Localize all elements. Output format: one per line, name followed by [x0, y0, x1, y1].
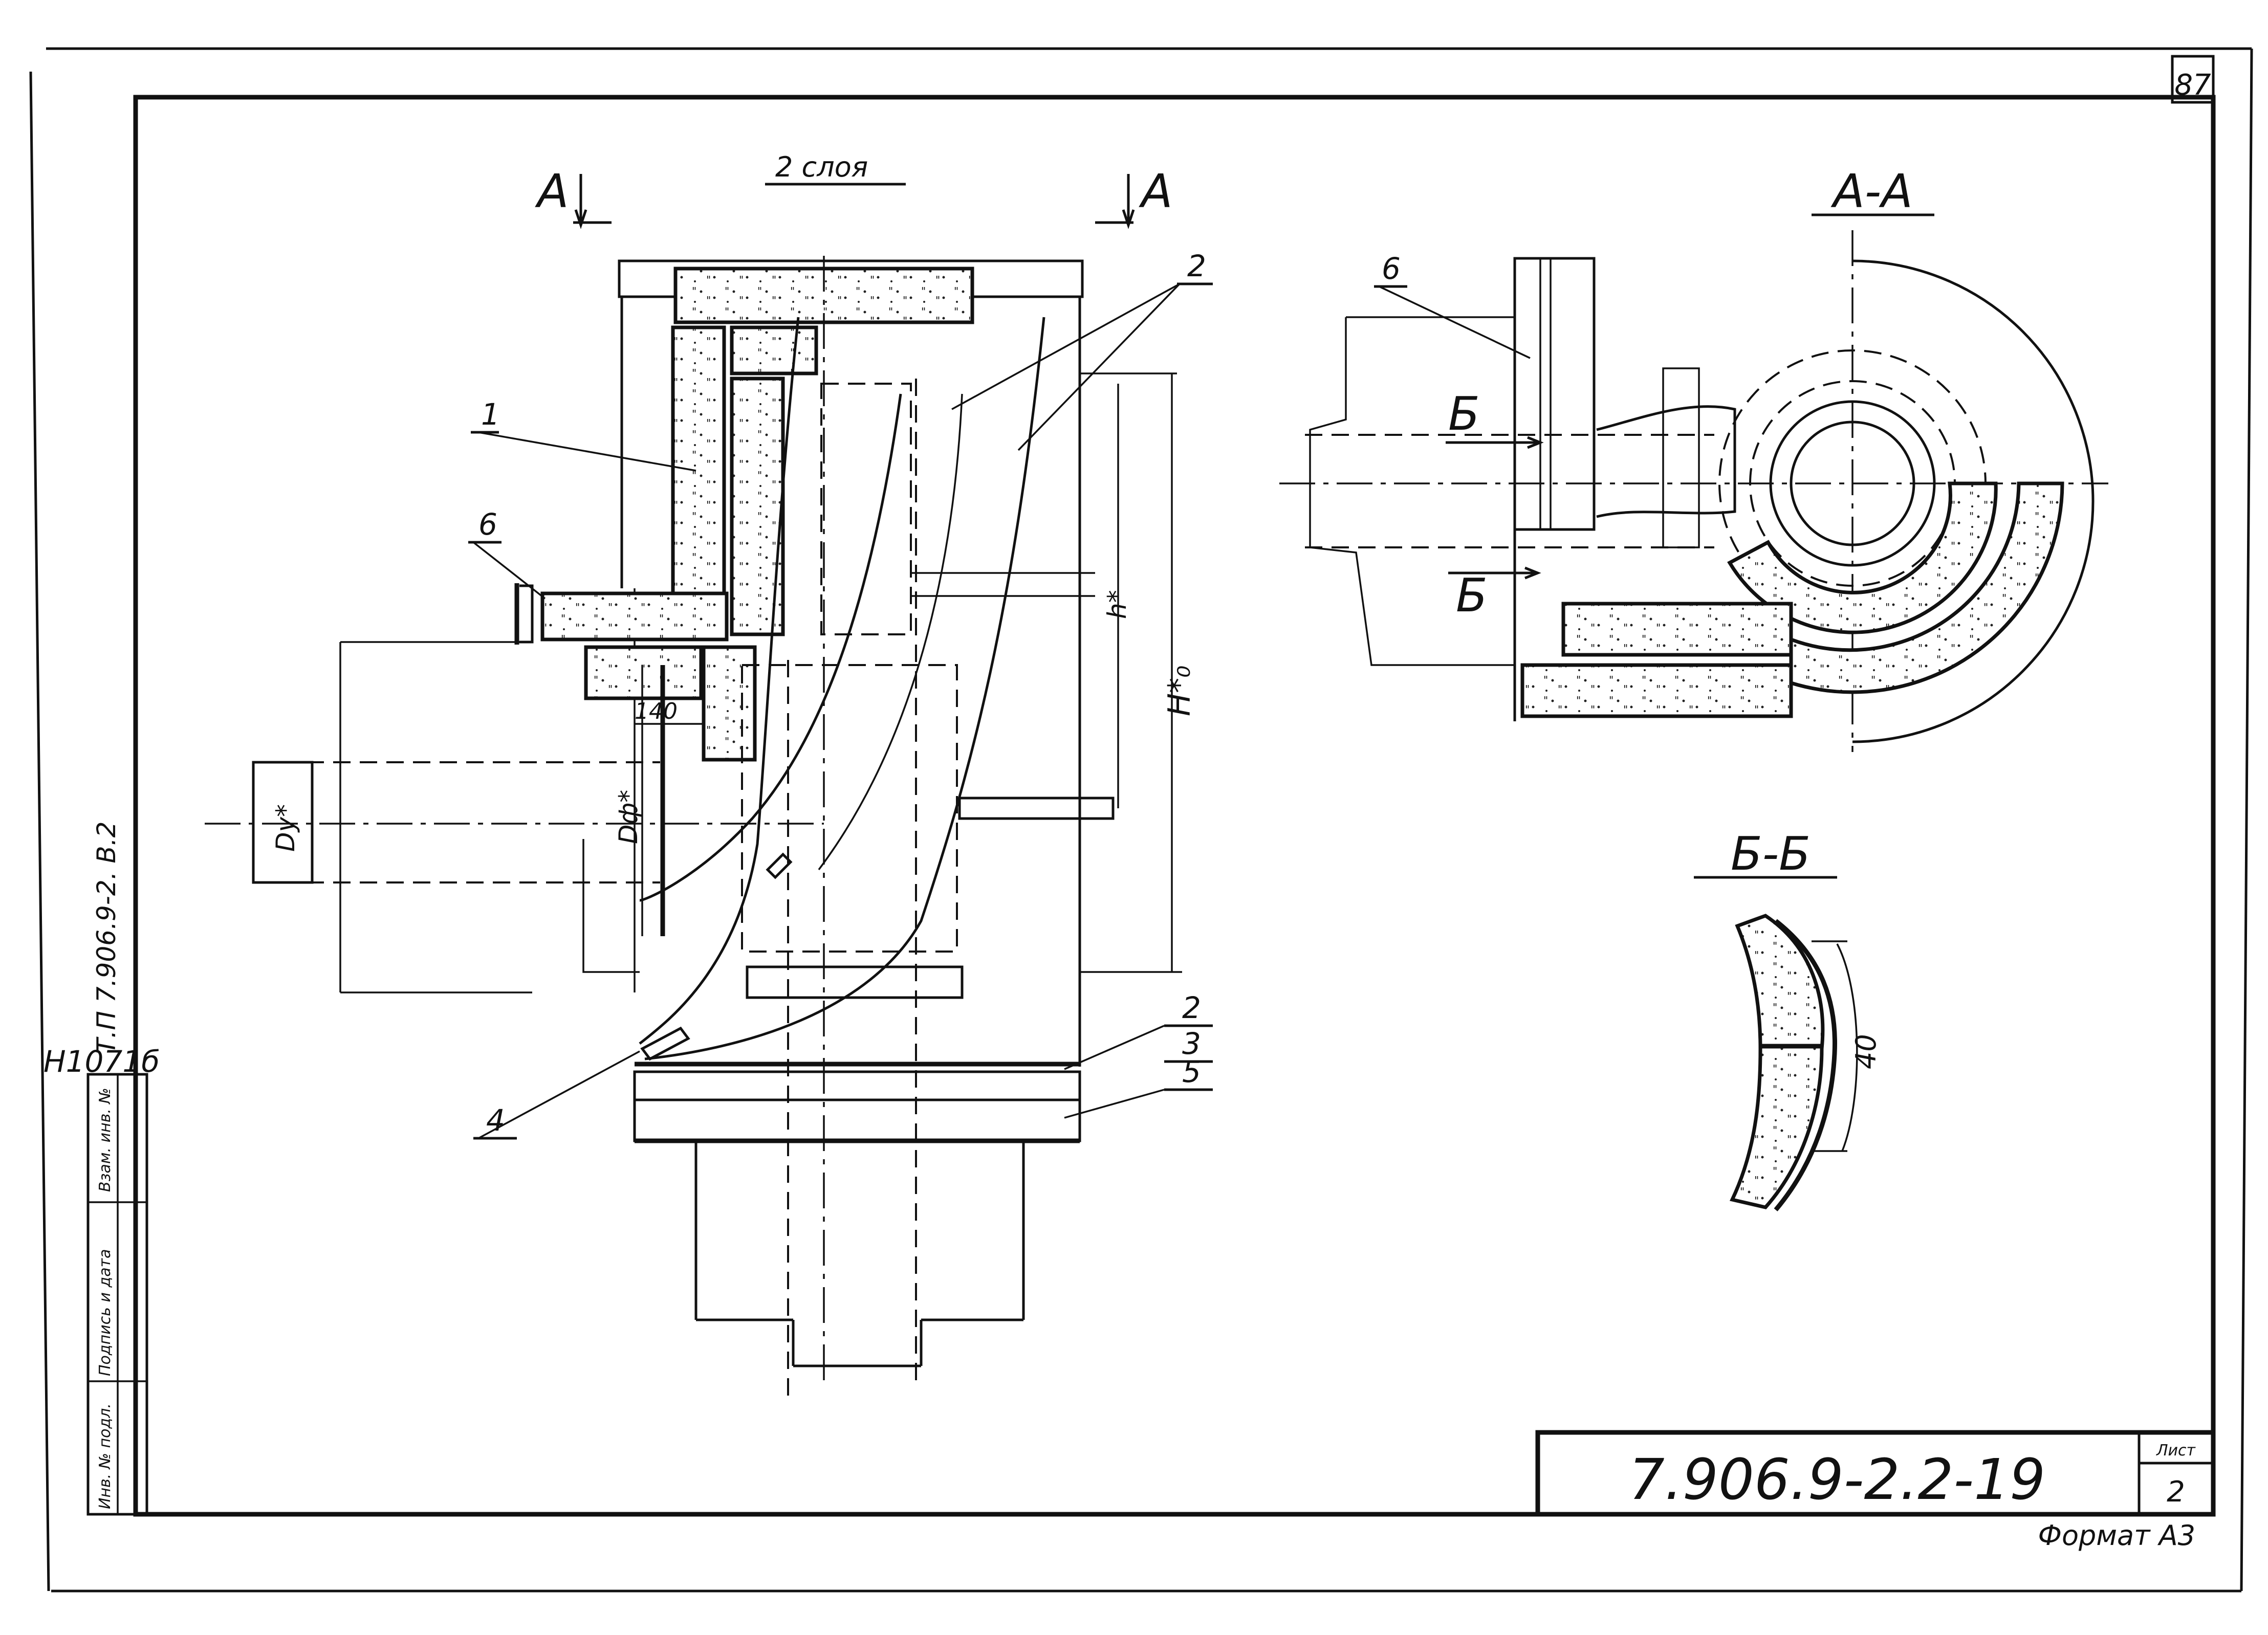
dim-140: 140	[635, 698, 678, 724]
callout-4: 4	[486, 1103, 505, 1138]
drawing-frame: 87	[29, 47, 2253, 1593]
cut-mark-B-bottom: Б	[1456, 569, 1488, 623]
title-block: 7.906.9-2.2-19 Лист 2 Формат А3	[1535, 1430, 2216, 1552]
page-number-box	[2171, 55, 2215, 104]
dim-Dy: Dу*	[271, 804, 300, 852]
inlet-insulation-upper	[1561, 602, 1793, 657]
section-BB-insulation	[1729, 914, 1825, 1209]
insulation-block-flange-lower	[584, 645, 703, 700]
scroll-outer-contour	[1852, 259, 2095, 743]
insulation-block-outer	[671, 325, 726, 595]
ring-band-upper	[633, 1070, 1081, 1101]
main-elevation-view: А А 2 слоя	[205, 151, 1213, 1402]
callout-2-bottom: 2	[1182, 990, 1201, 1025]
callout-6-section: 6	[1382, 251, 1401, 286]
callout-3: 3	[1182, 1026, 1201, 1061]
callout-5: 5	[1182, 1054, 1201, 1089]
inlet-insulation-lower	[1520, 663, 1793, 718]
field-original-inventory: Инв. № подл.	[96, 1403, 114, 1509]
sheet-number: 2	[2167, 1475, 2185, 1509]
note-two-layers: 2 слоя	[775, 151, 868, 183]
section-arrow-icon	[573, 174, 612, 229]
section-title-AA: А-А	[1830, 165, 1913, 218]
insulation-block-flange-upper	[540, 591, 729, 642]
section-B-B-view: Б-Б 40	[1694, 827, 1882, 1211]
document-code: 7.906.9-2.2-19	[1629, 1447, 2045, 1512]
cut-mark-left: А	[535, 165, 569, 218]
callout-6-main: 6	[478, 507, 497, 542]
cut-mark-B-top: Б	[1448, 387, 1480, 441]
field-signature-date: Подпись и дата	[96, 1249, 114, 1377]
dim-H0: H*₀	[1162, 666, 1197, 716]
dim-Df: Dф*	[614, 790, 643, 844]
section-title-BB: Б-Б	[1731, 827, 1811, 881]
insulation-block-top-inner	[730, 325, 818, 375]
dim-h: h*	[1102, 590, 1132, 619]
section-A-A-view: А-А Б Б 6	[1279, 165, 2108, 752]
archive-code: Н1071б	[43, 1044, 160, 1079]
callout-2-top: 2	[1187, 249, 1206, 283]
section-arrow-icon	[1095, 174, 1135, 229]
paper-format: Формат А3	[2038, 1519, 2195, 1552]
insulation-block-nozzle	[702, 645, 757, 762]
ring-band-lower	[633, 1098, 1081, 1142]
dim-40: 40	[1850, 1034, 1882, 1069]
cut-mark-right: А	[1139, 165, 1173, 218]
side-strip: Взам. инв. № Подпись и дата Инв. № подл.…	[43, 822, 160, 1516]
project-reference: Т.П 7.906.9-2. В.2	[92, 822, 121, 1054]
scroll-insulation-inner	[1727, 481, 1998, 634]
page-number: 87	[2174, 69, 2211, 102]
field-replaced-inventory: Взам. инв. №	[96, 1088, 114, 1192]
callout-1: 1	[481, 397, 500, 432]
sheet-label: Лист	[2156, 1442, 2196, 1460]
